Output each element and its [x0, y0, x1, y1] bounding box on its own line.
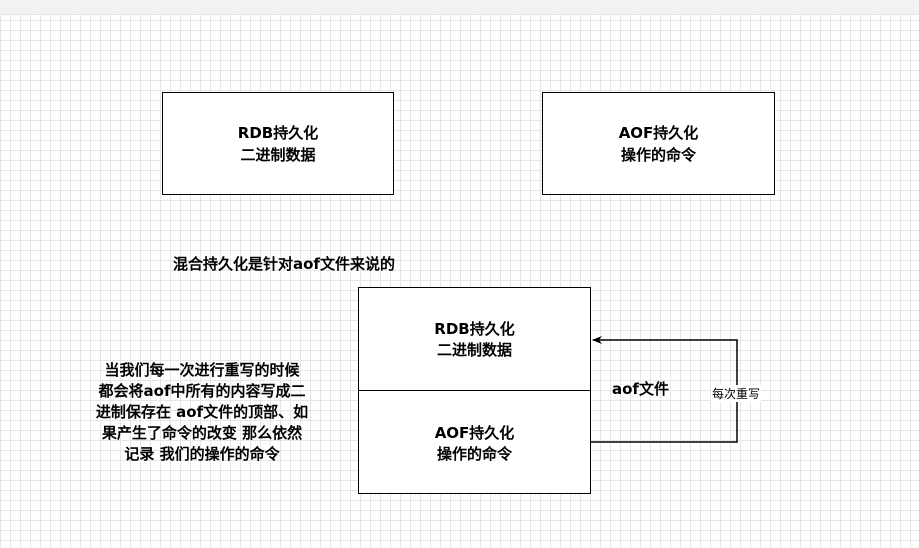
combined-rdb-line1: RDB持久化: [434, 320, 515, 338]
aof-box[interactable]: AOF持久化 操作的命令: [542, 92, 775, 195]
aof-box-line1: AOF持久化: [618, 123, 699, 142]
combined-aof-line2: 操作的命令: [436, 445, 512, 463]
rdb-box-line1: RDB持久化: [237, 123, 319, 142]
combined-aof-section[interactable]: AOF持久化 操作的命令: [358, 423, 591, 465]
aof-file-label[interactable]: aof文件: [612, 380, 669, 398]
mixed-persistence-heading[interactable]: 混合持久化是针对aof文件来说的: [173, 255, 395, 273]
aof-box-line2: 操作的命令: [620, 145, 696, 164]
rdb-box-line2: 二进制数据: [240, 145, 316, 164]
explanation-line-4: 果产生了命令的改变 那么依然: [101, 424, 303, 442]
combined-aof-line1: AOF持久化: [434, 424, 515, 442]
explanation-line-5: 记录 我们的操作的命令: [124, 445, 280, 463]
explanation-line-3: 进制保存在 aof文件的顶部、如: [95, 403, 309, 421]
canvas-top-bar: [0, 0, 919, 15]
explanation-line-1: 当我们每一次进行重写的时候: [104, 361, 300, 379]
explanation-line-2: 都会将aof中所有的内容写成二: [98, 382, 306, 400]
explanation-paragraph[interactable]: 当我们每一次进行重写的时候 都会将aof中所有的内容写成二 进制保存在 aof文…: [62, 360, 342, 465]
rdb-box[interactable]: RDB持久化 二进制数据: [162, 92, 394, 195]
rewrite-label[interactable]: 每次重写: [711, 385, 762, 402]
combined-rdb-line2: 二进制数据: [436, 341, 512, 359]
combined-box-divider: [358, 390, 591, 391]
combined-rdb-section[interactable]: RDB持久化 二进制数据: [358, 319, 591, 361]
